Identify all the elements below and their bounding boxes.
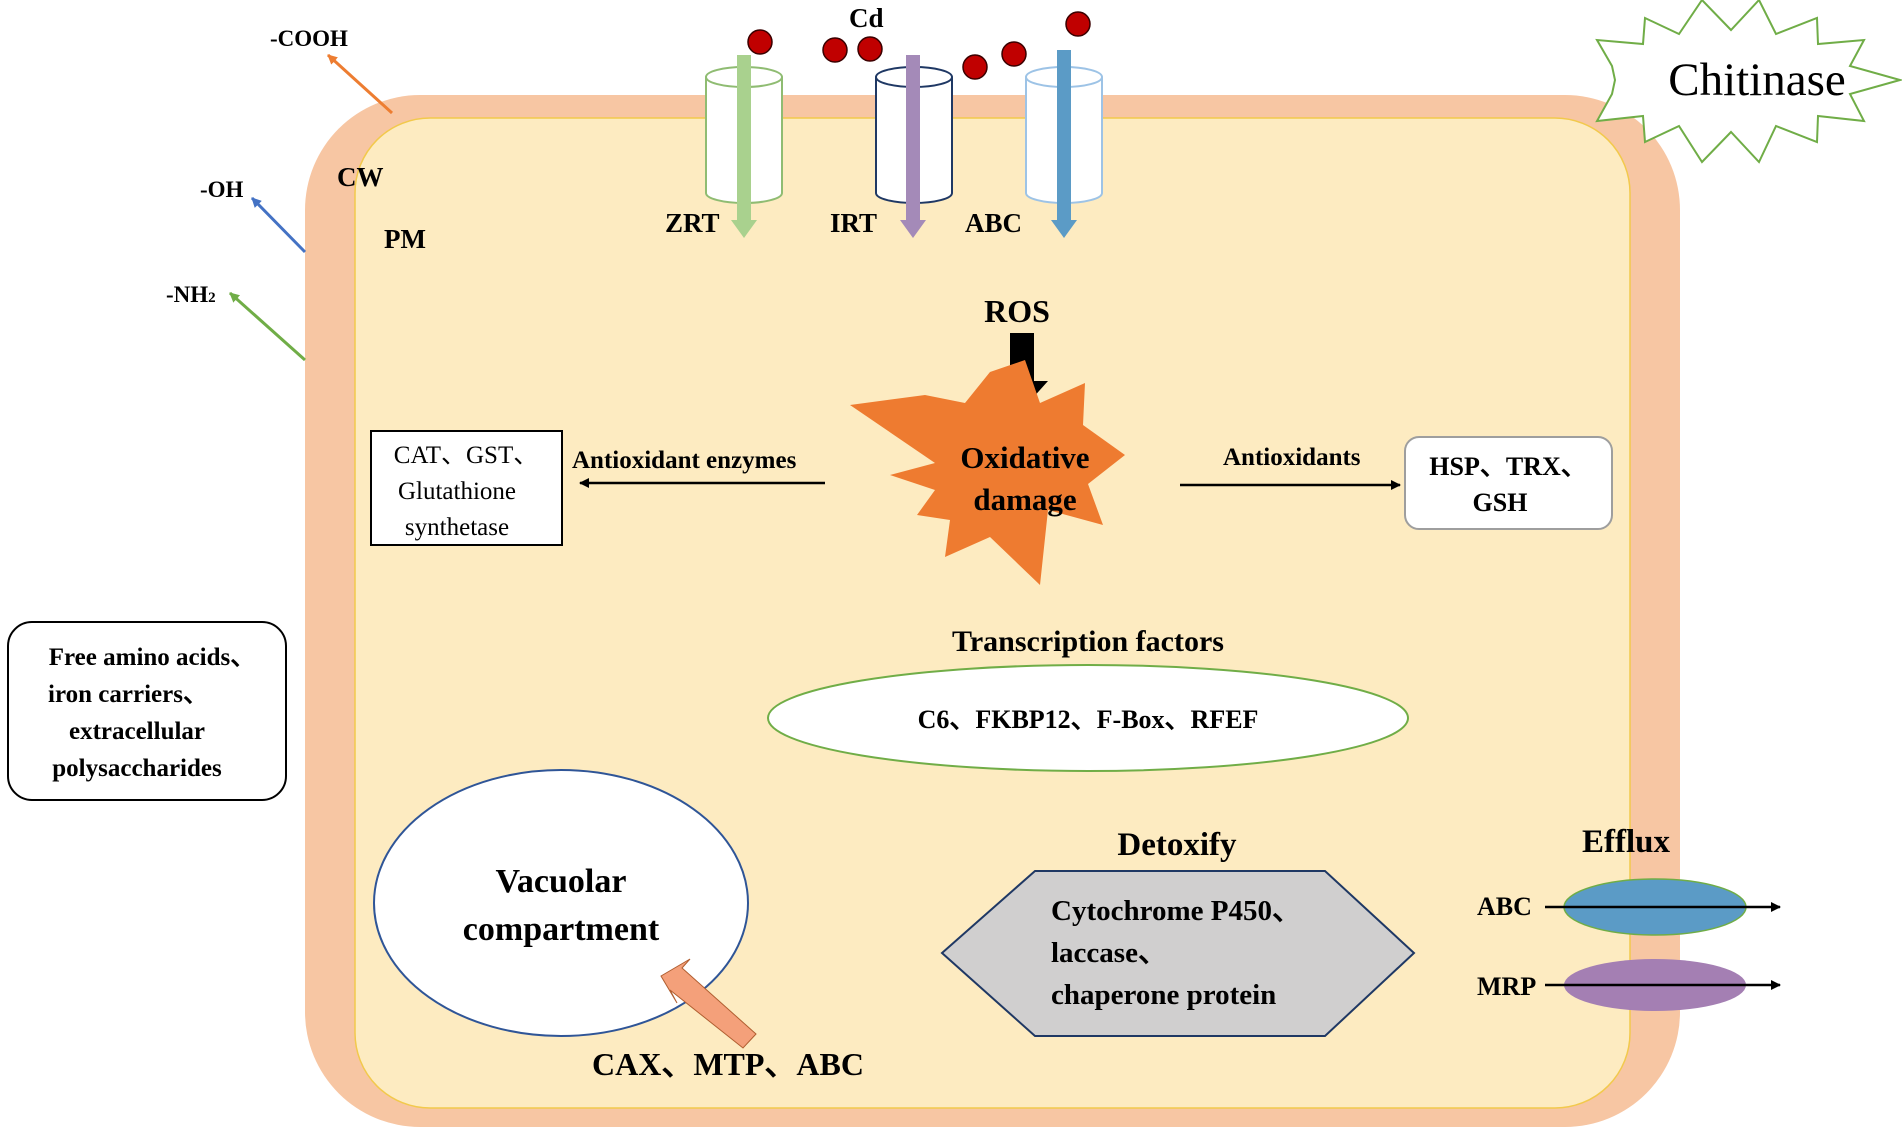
antioxidant-enzymes-label: Antioxidant enzymes <box>572 447 797 474</box>
detox-line-3: chaperone protein <box>1051 979 1276 1011</box>
vacuole-line-1: Vacuolar <box>496 863 627 900</box>
efflux-abc-label: ABC <box>1477 892 1532 921</box>
transcription-factors-list: C6、FKBP12、F-Box、RFEF <box>918 705 1259 734</box>
cd-ion <box>962 54 988 80</box>
efflux-title: Efflux <box>1582 824 1671 860</box>
enzymes-box <box>370 430 563 546</box>
vacuole-transporters-label: CAX、MTP、ABC <box>592 1046 864 1082</box>
oxidative-damage-star <box>850 360 1125 585</box>
cadmium-ions <box>747 11 1091 80</box>
abc-channel <box>1025 50 1103 238</box>
cd-label: Cd <box>849 3 884 33</box>
cd-ion <box>857 36 883 62</box>
detoxify-hexagon <box>940 870 1416 1037</box>
irt-channel <box>875 55 953 238</box>
oxidative-label-1: Oxidative <box>960 440 1089 475</box>
cooh-arrow <box>326 53 394 115</box>
oh-label: -OH <box>200 177 244 202</box>
enzymes-line-2: Glutathione <box>398 478 516 505</box>
extracellular-line-4: polysaccharides <box>52 755 222 782</box>
extracellular-box <box>7 621 287 801</box>
efflux-mrp-label: MRP <box>1477 972 1536 1001</box>
enzymes-line-3: synthetase <box>405 514 509 541</box>
chitinase-label: Chitinase <box>1668 54 1846 106</box>
transcription-factors-title: Transcription factors <box>952 625 1224 658</box>
detox-line-2: laccase、 <box>1051 937 1167 969</box>
detox-line-1: Cytochrome P450、 <box>1051 895 1301 927</box>
nh2-arrow <box>229 291 306 362</box>
vacuolar-compartment <box>373 769 749 1037</box>
transcription-factors-ellipse <box>767 664 1409 772</box>
abc-channel-label: ABC <box>965 208 1022 238</box>
vacuole-transport-arrow <box>660 958 757 1049</box>
cw-label: CW <box>337 162 384 192</box>
extracellular-line-3: extracellular <box>69 718 205 745</box>
cd-ion <box>747 29 773 55</box>
zrt-label: ZRT <box>665 208 720 238</box>
pm-label: PM <box>384 224 426 254</box>
zrt-channel <box>705 55 783 238</box>
oh-arrow <box>250 196 307 254</box>
extracellular-line-2: iron carriers、 <box>48 681 208 708</box>
oxidative-label-2: damage <box>973 482 1076 517</box>
extracellular-line-1: Free amino acids、 <box>49 644 255 671</box>
antioxidants-label: Antioxidants <box>1223 444 1361 471</box>
cd-ion <box>822 37 848 63</box>
nh2-label: -NH2 <box>166 282 216 307</box>
detoxify-title: Detoxify <box>1117 827 1237 863</box>
enzymes-line-1: CAT、GST、 <box>394 442 538 469</box>
vacuole-line-2: compartment <box>463 911 660 948</box>
cd-ion <box>1001 41 1027 67</box>
chitinase-badge <box>1595 0 1902 164</box>
hsp-line-1: HSP、TRX、 <box>1429 452 1586 481</box>
ros-label: ROS <box>984 293 1050 329</box>
cd-ion <box>1065 11 1091 37</box>
cooh-label: -COOH <box>270 26 348 51</box>
hsp-box <box>1404 436 1613 530</box>
hsp-line-2: GSH <box>1473 488 1528 517</box>
irt-label: IRT <box>830 208 877 238</box>
